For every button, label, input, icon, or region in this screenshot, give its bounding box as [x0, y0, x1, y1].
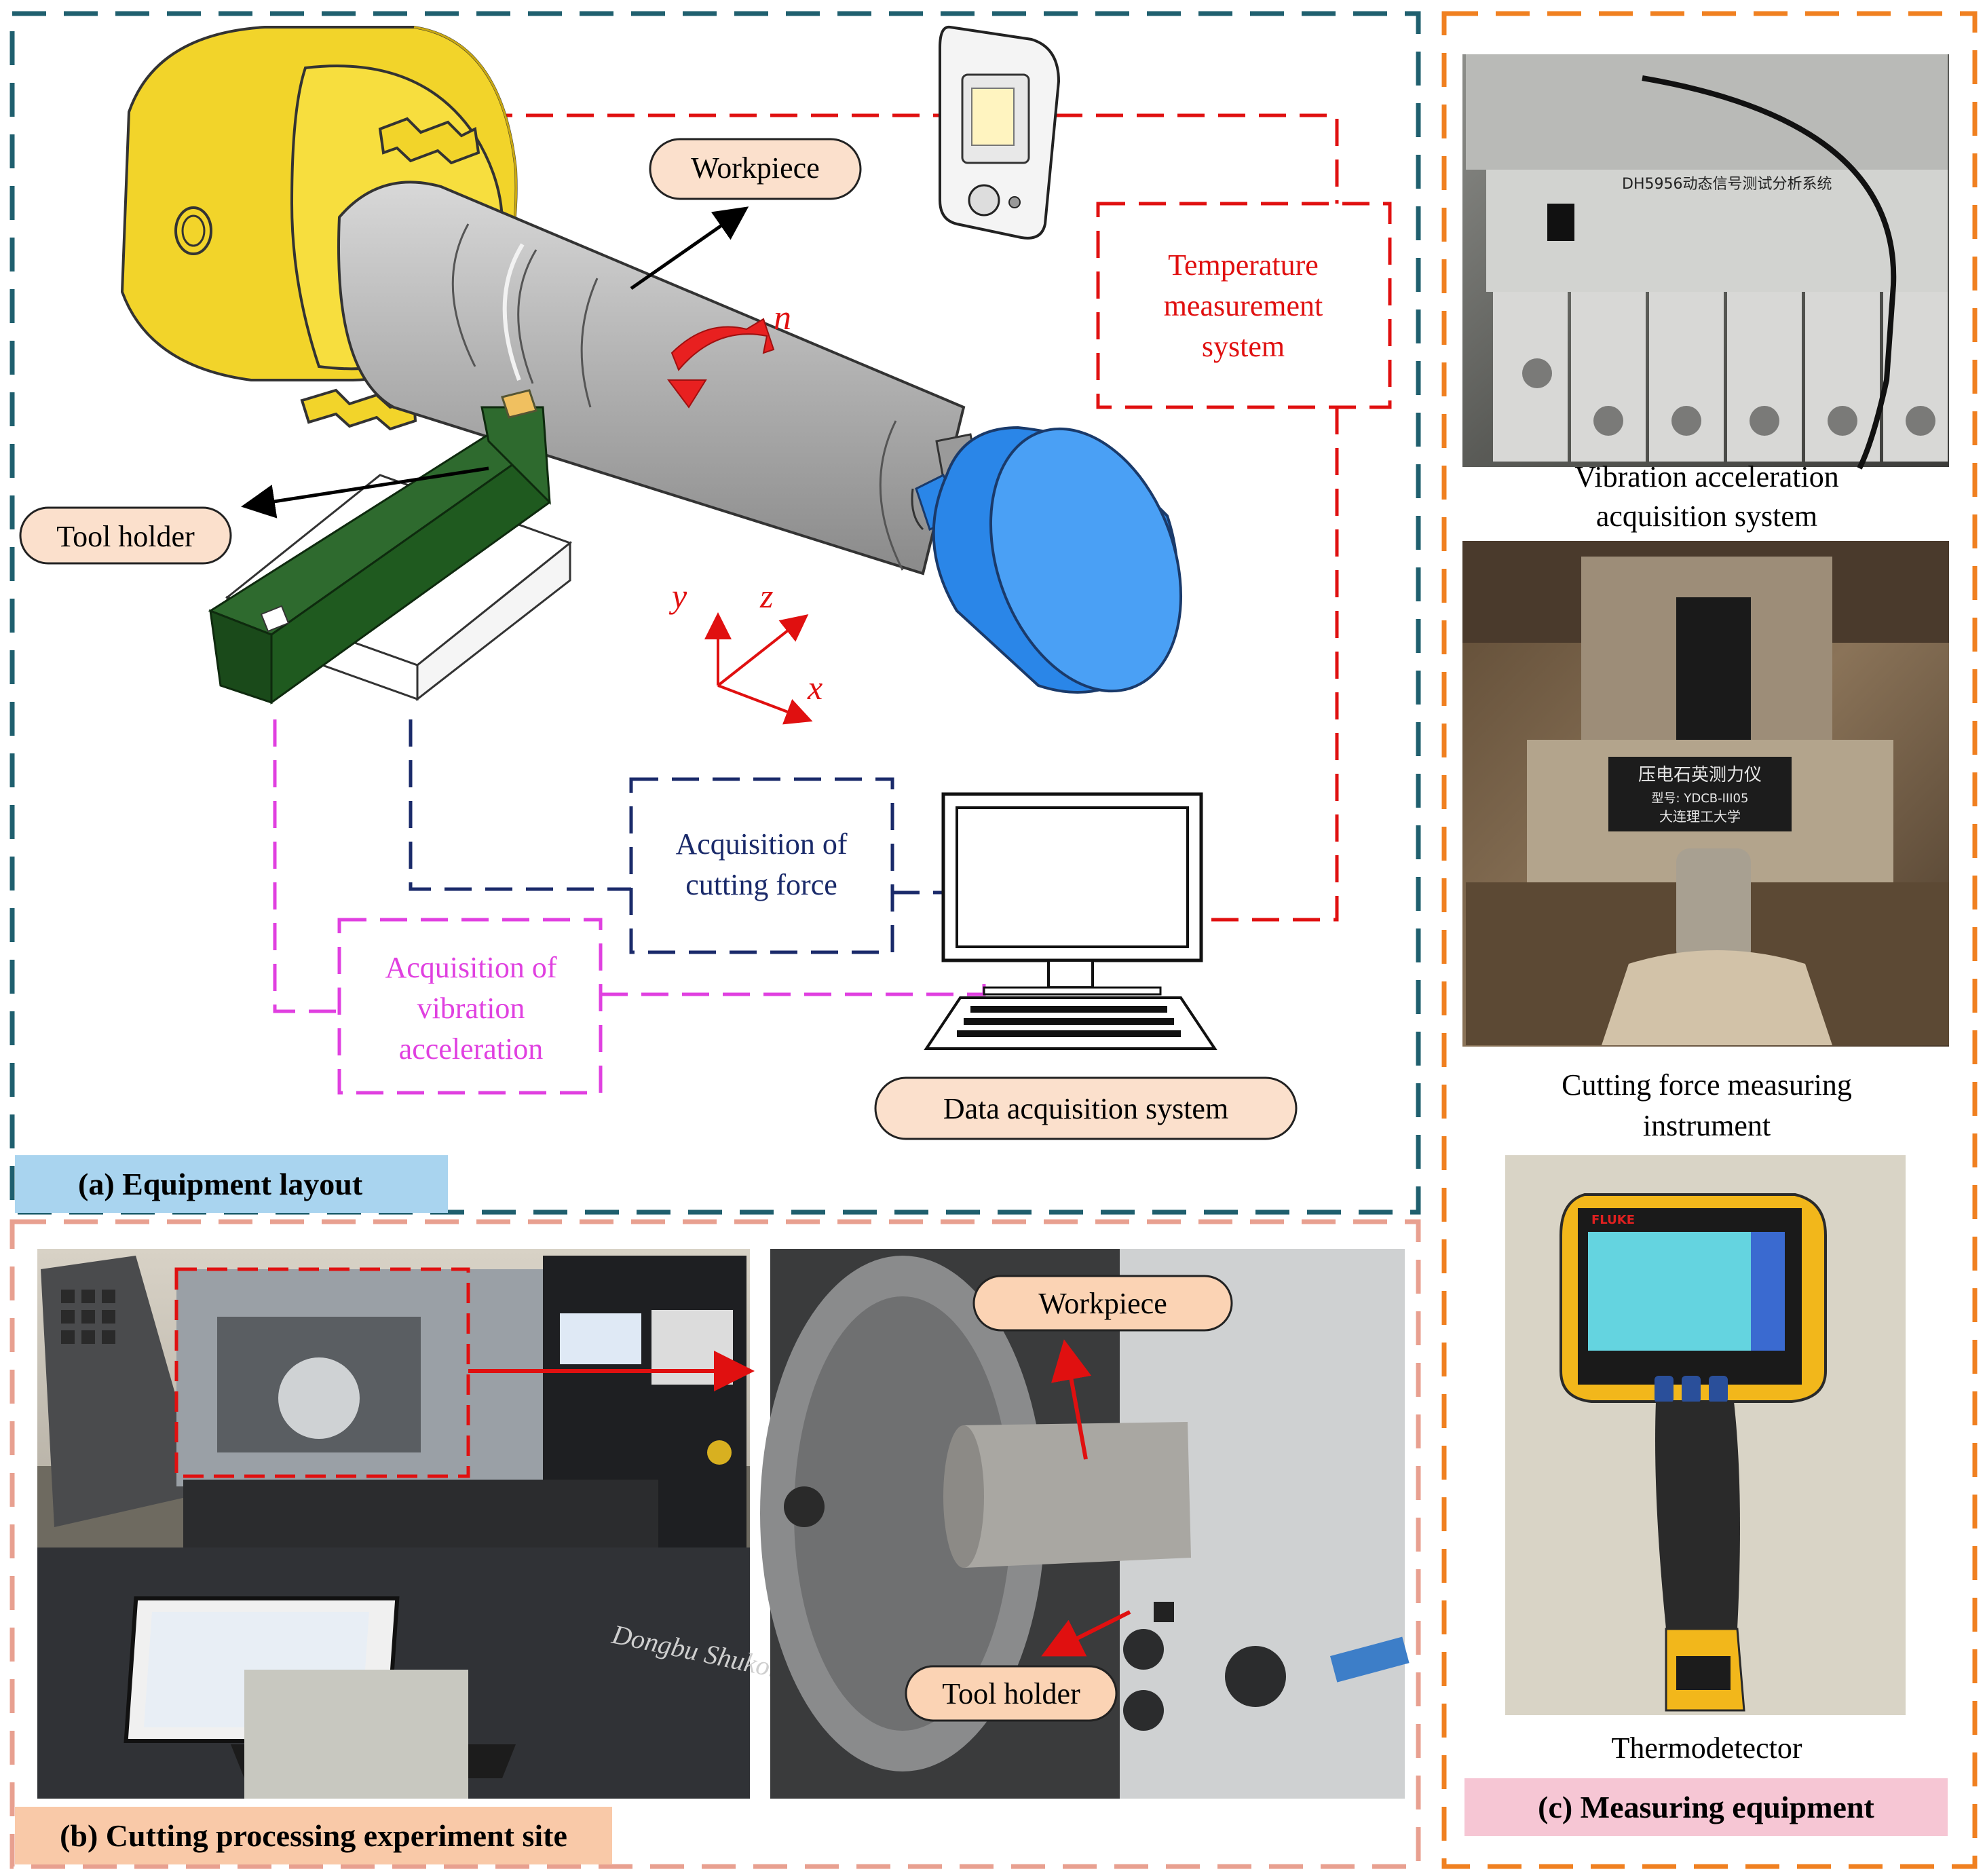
- temperature-system-label-2: measurement: [1164, 289, 1323, 322]
- tool-holder-label: Tool holder: [56, 520, 195, 553]
- tailstock-illustration: [915, 426, 1183, 694]
- force-device-text-1: 压电石英测力仪: [1638, 765, 1762, 785]
- data-acquisition-label-box: [874, 1076, 1298, 1140]
- vibration-caption-1: Vibration acceleration: [1574, 460, 1839, 493]
- zoom-region-box: [174, 1267, 470, 1478]
- data-acquisition-label: Data acquisition system: [943, 1092, 1228, 1125]
- tool-holder-label-box: [19, 506, 232, 565]
- caption-b-box: [15, 1807, 612, 1864]
- workpiece-pointer: [630, 206, 749, 290]
- force-instrument-photo: 压电石英测力仪 型号: YDCB-III05 大连理工大学: [1462, 541, 1949, 1047]
- vibration-system-photo: DH5956动态信号测试分析系统: [1462, 54, 1949, 470]
- caption-a-box: [15, 1155, 448, 1213]
- closeup-workpiece-label-box: [972, 1275, 1233, 1332]
- temperature-system-label-1: Temperature: [1168, 248, 1319, 282]
- force-caption-2: instrument: [1643, 1109, 1771, 1142]
- coordinate-axes: [704, 612, 813, 725]
- thermodetector-caption: Thermodetector: [1612, 1731, 1802, 1765]
- closeup-tool-pointer: [1041, 1610, 1131, 1657]
- vibration-label-3: acceleration: [399, 1032, 544, 1066]
- axis-x-label: x: [807, 669, 823, 707]
- temperature-system-box: [1096, 202, 1392, 409]
- site-photo-overview: Dongbu Shukong: [37, 1249, 799, 1799]
- closeup-tool-label-box: [905, 1665, 1118, 1722]
- force-device-text-3: 大连理工大学: [1659, 808, 1741, 825]
- closeup-tool-label: Tool holder: [942, 1677, 1080, 1710]
- rotation-label: n: [774, 299, 791, 337]
- tool-holder-illustration: [208, 389, 573, 705]
- tool-holder-pointer: [241, 466, 489, 519]
- temperature-system-label-3: system: [1202, 330, 1285, 363]
- closeup-workpiece-pointer: [1051, 1339, 1092, 1460]
- cutting-force-routing: [409, 719, 943, 895]
- vibration-label-2: vibration: [417, 992, 525, 1025]
- panel-b-frame: [10, 1219, 1421, 1869]
- vibration-caption-2: acquisition system: [1596, 500, 1817, 533]
- caption-c-box: [1464, 1778, 1948, 1836]
- thermodetector-brand: FLUKE: [1591, 1213, 1635, 1227]
- axis-y-label: y: [668, 577, 687, 615]
- cutting-force-label-2: cutting force: [685, 868, 837, 901]
- thermal-imager-icon: [939, 25, 1061, 240]
- workpiece-label: Workpiece: [691, 151, 819, 185]
- axis-z-label: z: [759, 577, 773, 615]
- cutting-force-label-1: Acquisition of: [676, 827, 848, 861]
- rotation-arrow-icon: [667, 318, 775, 409]
- computer-icon: [924, 792, 1217, 1050]
- workpiece-label-box: [649, 138, 862, 200]
- panel-c-frame: [1441, 11, 1978, 1869]
- caption-b: (b) Cutting processing experiment site: [60, 1818, 567, 1853]
- cutting-force-box: [629, 777, 894, 954]
- closeup-workpiece-label: Workpiece: [1038, 1287, 1167, 1320]
- vibration-device-text: DH5956动态信号测试分析系统: [1622, 176, 1832, 193]
- force-device-text-2: 型号: YDCB-III05: [1652, 791, 1749, 806]
- caption-c: (c) Measuring equipment: [1538, 1790, 1874, 1824]
- vibration-label-1: Acquisition of: [385, 951, 557, 984]
- panel-a-frame: [10, 11, 1421, 1215]
- thermodetector-photo: FLUKE: [1505, 1155, 1906, 1715]
- caption-a: (a) Equipment layout: [78, 1167, 363, 1201]
- vibration-box: [337, 918, 603, 1095]
- force-caption-1: Cutting force measuring: [1562, 1068, 1852, 1102]
